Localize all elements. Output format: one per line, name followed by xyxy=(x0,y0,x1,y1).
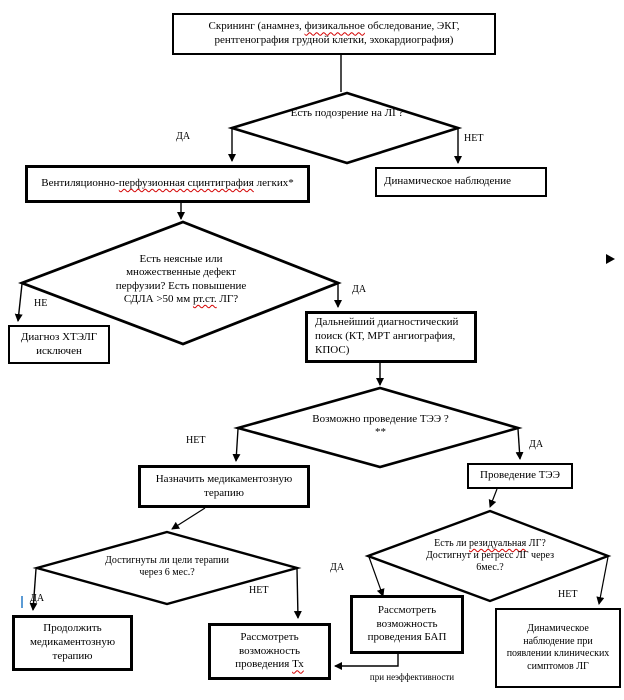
consider-tx-text: Рассмотреть возможность проведения xyxy=(235,630,300,671)
edge-label-defects-ne: НЕ xyxy=(34,298,48,309)
diamond-perfusion-defects-text: Есть неясные или множественные дефект пе… xyxy=(101,253,261,307)
edge-label-tee-yes: ДА xyxy=(529,439,544,450)
diamond-suspicion-text: Есть подозрение на ЛГ? xyxy=(290,107,404,119)
residual-text-tail: ЛГ? Достигнут и регресс ЛГ через 6мес.? xyxy=(425,538,555,574)
consider-bap-text: Рассмотреть возможность проведения БАП xyxy=(367,603,447,644)
screening-text: Скрининг (анамнез, xyxy=(208,20,305,33)
diamond-tee-possible-text: Возможно проведение ТЭЭ ? ** xyxy=(312,413,449,439)
edge-label-residual-no: НЕТ xyxy=(558,589,578,600)
connector-teeop-to-residual xyxy=(488,488,498,508)
residual-text: Есть ли xyxy=(434,538,469,549)
defects-text: Есть неясные или множественные дефект пе… xyxy=(115,253,247,306)
diamond-tee-possible xyxy=(233,386,523,469)
node-further-search: Дальнейший диагностический поиск (КТ, МР… xyxy=(305,311,477,363)
connector-tee-no xyxy=(232,428,241,462)
screening-text-tail: обследование, ЭКГ, рентгенография грудно… xyxy=(214,20,460,46)
diamond-perfusion-defects xyxy=(18,220,342,346)
diamond-residual-ph xyxy=(364,509,612,603)
connector-bap-to-tx-ineffective xyxy=(334,654,399,670)
tee-surgery-text: Проведение ТЭЭ xyxy=(480,469,560,482)
edge-label-suspicion-yes: ДА xyxy=(176,131,191,142)
node-tee-surgery: Проведение ТЭЭ xyxy=(467,463,573,489)
prescribe-therapy-text: Назначить медикаментозную терапию xyxy=(155,472,293,499)
connector-residual-yes xyxy=(368,556,385,597)
defects-text-tail: ЛГ? xyxy=(216,293,239,306)
edge-label-suspicion-no: НЕТ xyxy=(464,133,484,144)
diamond-suspicion xyxy=(227,91,463,165)
node-consider-tx: Рассмотреть возможность проведения Тх xyxy=(208,623,331,680)
node-screening: Скрининг (анамнез, физикальное обследова… xyxy=(172,13,496,55)
connector-tee-yes xyxy=(515,428,524,460)
connector-goals-yes xyxy=(29,568,38,611)
diamond-residual-ph-text: Есть ли резидуальная ЛГ? Достигнут и рег… xyxy=(415,538,565,575)
edge-label-goals-yes: ДА xyxy=(30,593,45,604)
node-cteph-excluded: Диагноз ХТЭЛГ исключен xyxy=(8,325,110,364)
diamond-therapy-goals xyxy=(32,530,302,606)
node-dynamic-observation: Динамическое наблюдение xyxy=(375,167,547,197)
connector-defects-ne xyxy=(14,283,23,322)
cursor-arrow-artifact xyxy=(606,254,615,264)
connector-prescribe-to-goals xyxy=(171,507,206,530)
vq-text: Вентиляционно- xyxy=(41,177,119,190)
consider-tx-typo-word: Тх xyxy=(292,658,304,671)
vq-text-tail: легких* xyxy=(253,177,294,190)
connector-goals-no xyxy=(293,568,302,619)
node-consider-bap: Рассмотреть возможность проведения БАП xyxy=(350,595,464,654)
diamond-therapy-goals-text: Достигнуты ли цели терапии через 6 мес.? xyxy=(105,555,229,579)
text-caret-artifact xyxy=(21,596,23,608)
screening-typo-word: физикальное xyxy=(304,20,365,33)
node-continue-therapy: Продолжить медикаментозную терапию xyxy=(12,615,133,671)
node-dynamic-observation-symptoms: Динамическое наблюдение при появлении кл… xyxy=(495,608,621,688)
node-vq-scintigraphy: Вентиляционно-перфузионная сцинтиграфия … xyxy=(25,165,310,203)
edge-label-goals-no: НЕТ xyxy=(249,585,269,596)
residual-typo-word: резидуальная xyxy=(469,538,527,549)
edge-label-tee-no: НЕТ xyxy=(186,435,206,446)
edge-label-defects-yes: ДА xyxy=(352,284,367,295)
dynamic-observation-text: Динамическое наблюдение xyxy=(384,175,512,188)
edge-label-residual-yes: ДА xyxy=(330,562,345,573)
vq-typo-word: перфузионная сцинтиграфия xyxy=(118,177,254,190)
node-prescribe-therapy: Назначить медикаментозную терапию xyxy=(138,465,310,508)
cteph-excluded-text: Диагноз ХТЭЛГ исключен xyxy=(20,330,98,357)
further-search-text: Дальнейший диагностический поиск (КТ, МР… xyxy=(315,316,459,356)
continue-therapy-text: Продолжить медикаментозную терапию xyxy=(29,622,116,662)
defects-typo-word: рт.ст. xyxy=(192,293,217,306)
dynamic-observation-symptoms-text: Динамическое наблюдение при появлении кл… xyxy=(506,623,610,672)
label-ineffective: при неэффективности xyxy=(369,672,455,682)
connector-residual-no xyxy=(596,556,609,605)
